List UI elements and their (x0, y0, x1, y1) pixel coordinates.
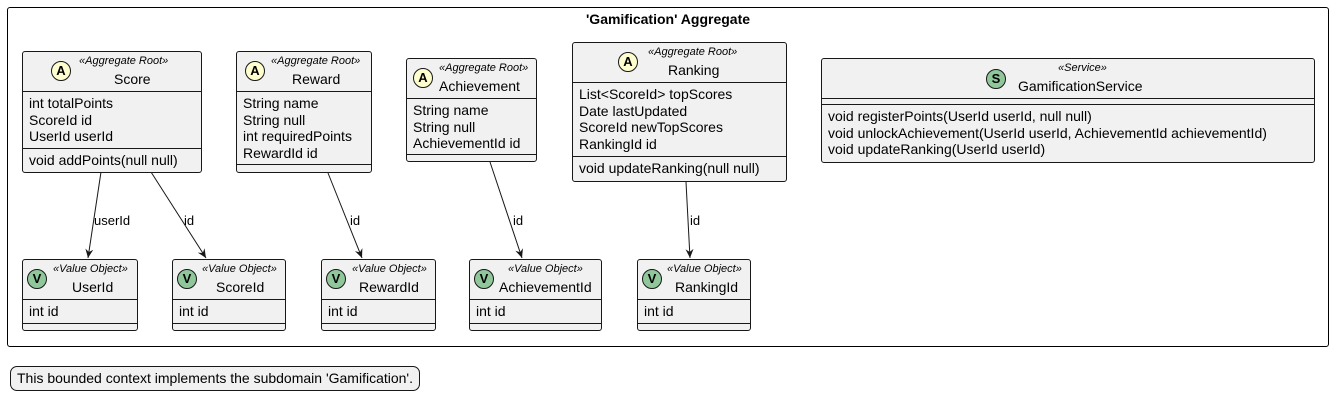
aggregate-root-icon: A (51, 61, 71, 81)
attribute: int id (644, 303, 674, 319)
class-reward[interactable]: A «Aggregate Root» Reward String name St… (236, 51, 372, 173)
attribute: RewardId id (243, 144, 318, 161)
operation: void updateRanking(UserId userId) (828, 141, 1046, 157)
aggregate-root-icon: A (618, 52, 638, 72)
operation: void registerPoints(UserId userId, null … (828, 108, 1092, 124)
class-name: ScoreId (216, 279, 265, 295)
value-object-icon: V (642, 269, 662, 289)
edge-label-score-userid: userId (94, 213, 131, 228)
attribute: Date lastUpdated (579, 102, 688, 119)
class-name: Ranking (668, 62, 720, 78)
class-stereotype: «Value Object» (667, 263, 742, 275)
class-stereotype: «Value Object» (202, 263, 277, 275)
class-attributes: int totalPoints ScoreId id UserId userId (23, 92, 201, 149)
attribute: UserId userId (29, 128, 114, 144)
class-stereotype: «Value Object» (352, 263, 427, 275)
aggregate-title: 'Gamification' Aggregate (585, 11, 751, 27)
class-ranking[interactable]: A «Aggregate Root» Ranking List<ScoreId>… (572, 42, 787, 182)
class-attributes: int id (470, 300, 601, 324)
value-object-icon: V (474, 269, 494, 289)
edge-score-userid (85, 171, 102, 259)
attribute: int requiredPoints (243, 128, 352, 144)
operation: void updateRanking(null null) (579, 160, 760, 176)
value-object-icon: V (27, 269, 47, 289)
class-name: UserId (72, 279, 114, 295)
edge-label-ranking-rankingid: id (690, 213, 701, 228)
class-name: Score (114, 71, 151, 87)
attribute: int id (179, 303, 209, 319)
class-stereotype: «Aggregate Root» (648, 46, 738, 58)
class-stereotype: «Aggregate Root» (79, 55, 169, 67)
aggregate-root-icon: A (413, 68, 433, 88)
service-icon: S (986, 69, 1006, 89)
class-stereotype: «Value Object» (53, 263, 128, 275)
class-achievement[interactable]: A «Aggregate Root» Achievement String na… (406, 58, 537, 162)
operations-divider (237, 164, 371, 165)
value-object-icon: V (177, 269, 197, 289)
edge-ranking-rankingid (685, 181, 694, 259)
attribute: int id (328, 303, 358, 319)
class-attributes: String name String null int requiredPoin… (237, 92, 371, 166)
edge-score-scoreid (150, 171, 207, 259)
attribute: int id (29, 303, 59, 319)
operations-divider (23, 323, 137, 324)
class-name: Reward (292, 71, 341, 87)
operations-divider (470, 323, 601, 324)
class-scoreid[interactable]: V «Value Object» ScoreId int id (172, 259, 286, 331)
class-rankingid[interactable]: V «Value Object» RankingId int id (637, 259, 751, 331)
class-stereotype: «Service» (1058, 62, 1107, 74)
attribute: String null (413, 118, 476, 135)
class-gamification-service[interactable]: S «Service» GamificationService void reg… (821, 58, 1315, 163)
attribute: RankingId id (579, 135, 657, 152)
class-name: AchievementId (499, 279, 592, 295)
operation: void addPoints(null null) (29, 152, 178, 168)
attributes-divider (822, 99, 1314, 105)
attribute: List<ScoreId> topScores (579, 86, 733, 102)
operation: void unlockAchievement(UserId userId, Ac… (828, 124, 1267, 141)
class-achievementid[interactable]: V «Value Object» AchievementId int id (469, 259, 602, 331)
class-operations: void addPoints(null null) (23, 149, 201, 172)
aggregate-root-icon: A (245, 61, 265, 81)
class-attributes: int id (638, 300, 750, 324)
edge-label-achievement-achievementid: id (513, 213, 524, 228)
value-object-icon: V (326, 269, 346, 289)
attribute: AchievementId id (413, 135, 521, 151)
operations-divider (407, 154, 536, 155)
class-operations: void updateRanking(null null) (573, 157, 786, 180)
edge-achievement-achievementid (489, 161, 523, 259)
class-attributes: int id (173, 300, 285, 324)
operations-divider (173, 323, 285, 324)
class-attributes: int id (322, 300, 435, 324)
edge-label-reward-rewardid: id (350, 213, 361, 228)
attribute: String name (243, 95, 319, 111)
class-stereotype: «Value Object» (508, 263, 583, 275)
class-score[interactable]: A «Aggregate Root» Score int totalPoints… (22, 51, 202, 173)
attribute: ScoreId newTopScores (579, 119, 723, 135)
attribute: int id (476, 303, 506, 319)
class-operations: void registerPoints(UserId userId, null … (822, 105, 1314, 161)
operations-divider (322, 323, 435, 324)
class-stereotype: «Aggregate Root» (439, 62, 529, 74)
attribute: String null (243, 111, 306, 128)
class-attributes: List<ScoreId> topScores Date lastUpdated… (573, 83, 786, 157)
operations-divider (638, 323, 750, 324)
class-name: Achievement (439, 78, 520, 94)
attribute: ScoreId id (29, 111, 93, 128)
edge-reward-rewardid (327, 172, 363, 259)
class-attributes: String name String null AchievementId id (407, 99, 536, 155)
class-name: RewardId (359, 279, 419, 295)
edge-label-score-scoreid: id (184, 213, 195, 228)
class-rewardid[interactable]: V «Value Object» RewardId int id (321, 259, 436, 331)
class-userid[interactable]: V «Value Object» UserId int id (22, 259, 138, 331)
context-note: This bounded context implements the subd… (10, 366, 420, 391)
attribute: String name (413, 102, 489, 118)
class-name: GamificationService (1018, 78, 1143, 94)
class-stereotype: «Aggregate Root» (271, 55, 361, 67)
class-attributes: int id (23, 300, 137, 324)
class-name: RankingId (675, 279, 739, 295)
aggregate-frame: 'Gamification' Aggregate (7, 7, 1329, 347)
attribute: int totalPoints (29, 95, 114, 111)
